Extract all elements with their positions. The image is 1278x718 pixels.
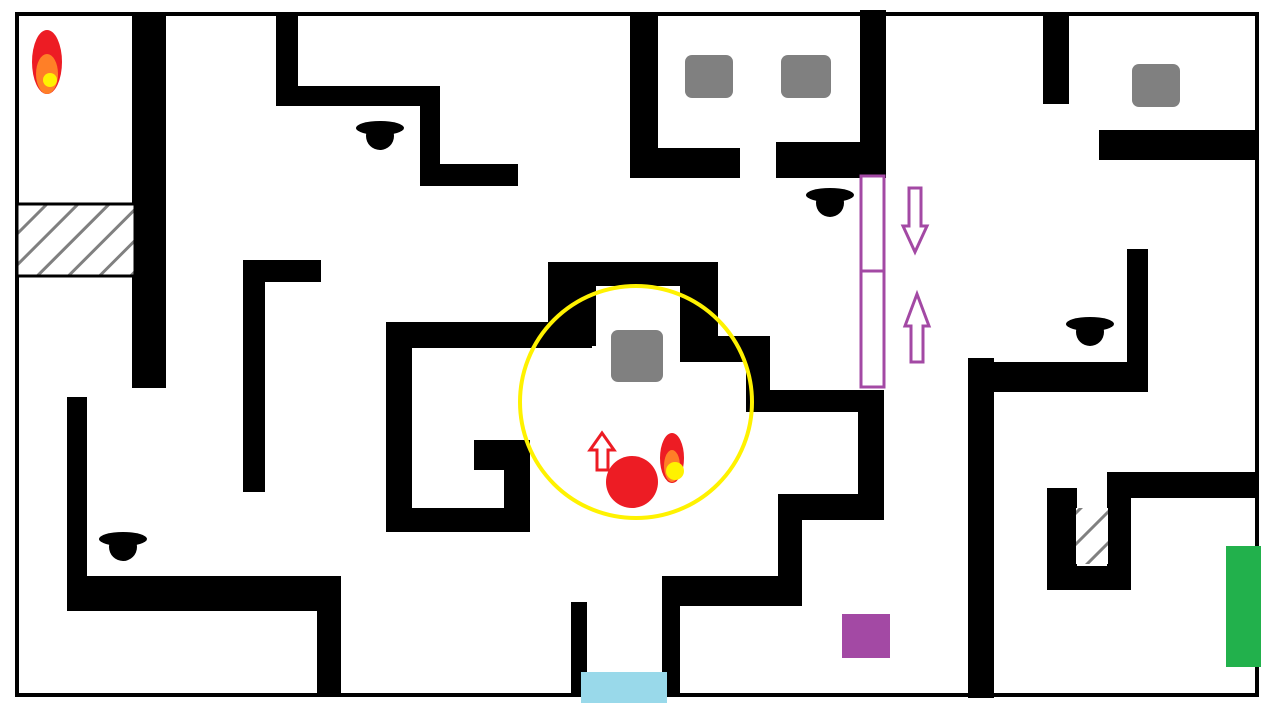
dome-camera-icon — [99, 532, 147, 561]
dome-camera-icon — [806, 188, 854, 217]
hazard-zone — [1076, 508, 1108, 564]
wall — [662, 576, 680, 695]
flame-icon — [32, 30, 62, 94]
wall — [474, 440, 530, 470]
wall — [968, 358, 994, 698]
wall — [662, 576, 802, 606]
dome-camera-icon — [356, 121, 404, 150]
wall — [1107, 472, 1257, 498]
sliding-door[interactable] — [859, 174, 886, 273]
arrow-down-icon — [900, 186, 930, 256]
wall — [317, 576, 341, 695]
wall — [243, 260, 321, 282]
pushable-block[interactable] — [685, 55, 733, 98]
door-switch[interactable] — [842, 614, 890, 658]
wall — [630, 148, 740, 178]
pushable-block[interactable] — [1132, 64, 1180, 107]
wall — [1043, 14, 1069, 104]
wall — [571, 602, 587, 695]
pushable-block[interactable] — [781, 55, 831, 98]
entrance-tile[interactable] — [581, 672, 667, 703]
player[interactable] — [606, 456, 658, 508]
player-direction-up-icon — [587, 430, 617, 472]
maze-walls — [67, 10, 1257, 698]
wall — [276, 86, 440, 106]
wall — [67, 576, 341, 611]
sliding-door[interactable] — [859, 269, 886, 389]
wall — [860, 10, 886, 178]
wall — [968, 362, 1148, 392]
wall — [243, 260, 265, 492]
wall — [746, 390, 880, 412]
pushable-block[interactable] — [611, 330, 663, 382]
wall — [276, 14, 298, 106]
wall — [1127, 249, 1148, 392]
wall — [420, 164, 518, 186]
hazard-zone — [15, 202, 137, 278]
vision-radius — [518, 284, 754, 520]
arrow-up-icon — [902, 289, 932, 364]
wall — [420, 86, 440, 186]
wall — [132, 14, 166, 388]
exit-goal[interactable] — [1226, 546, 1261, 667]
wall — [386, 322, 412, 532]
wall — [67, 397, 87, 611]
dome-camera-icon — [1066, 317, 1114, 346]
flame-icon — [660, 433, 684, 483]
wall — [1099, 130, 1257, 160]
